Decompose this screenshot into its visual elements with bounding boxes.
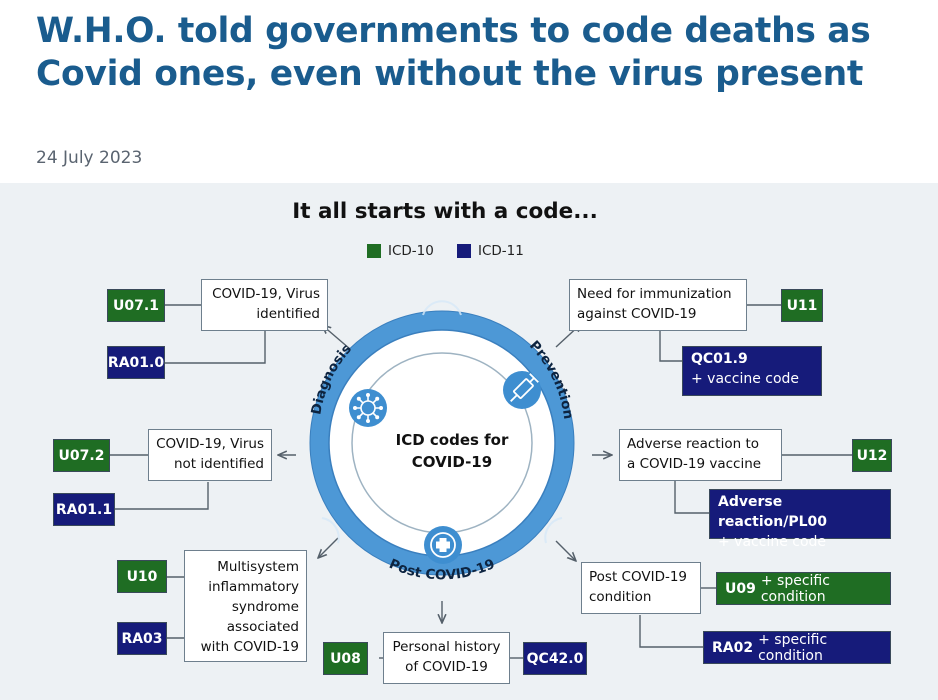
box-multisystem-syndrome: Multisystem inflammatory syndrome associ… <box>184 550 307 662</box>
box-virus-identified-line-1: COVID-19, Virus <box>212 286 320 302</box>
code-qc01-9-plus-vaccine: QC01.9 + vaccine code <box>682 346 822 396</box>
diagram-panel: It all starts with a code... ICD-10 ICD-… <box>0 183 938 700</box>
box-need-for-immunization: Need for immunization against COVID-19 <box>569 279 747 331</box>
box-mis-line-1: Multisystem <box>217 559 299 575</box>
code-ra01-0: RA01.0 <box>107 346 165 379</box>
box-adverse-reaction-line-2: a COVID-19 vaccine <box>627 456 762 472</box>
box-adverse-reaction: Adverse reaction to a COVID-19 vaccine <box>619 429 782 481</box>
box-post-covid-condition: Post COVID-19 condition <box>581 562 701 614</box>
article-date: 24 July 2023 <box>36 148 143 168</box>
box-adverse-reaction-line-1: Adverse reaction to <box>627 436 760 452</box>
code-pl00-note: + vaccine code <box>718 534 827 550</box>
code-u07-1: U07.1 <box>107 289 165 322</box>
box-mis-line-2: inflammatory <box>208 579 299 595</box>
medical-cross-icon <box>424 526 462 564</box>
code-ra02-note: + specific condition <box>758 631 828 664</box>
code-qc42-0: QC42.0 <box>523 642 587 675</box>
syringe-icon <box>503 371 541 409</box>
box-virus-identified-line-2: identified <box>256 306 320 322</box>
center-label-line-1: ICD codes for <box>395 431 509 449</box>
code-u08: U08 <box>323 642 368 675</box>
code-ra03: RA03 <box>117 622 167 655</box>
diagram-title: It all starts with a code... <box>292 199 598 224</box>
center-label: ICD codes for COVID-19 <box>372 429 532 473</box>
code-pl00-plus-vaccine: Adverse reaction/PL00 + vaccine code <box>709 489 891 550</box>
box-immunization-line-1: Need for immunization <box>577 286 732 302</box>
code-u10: U10 <box>117 560 167 593</box>
connector-lines <box>110 304 852 659</box>
code-ra02: RA02 <box>712 639 754 656</box>
box-virus-not-identified-line-2: not identified <box>173 456 264 472</box>
code-qc01-9: QC01.9 <box>691 351 748 367</box>
code-qc01-9-note: + vaccine code <box>691 371 800 387</box>
legend-icd11-swatch <box>457 244 471 258</box>
box-immunization-line-2: against COVID-19 <box>577 306 697 322</box>
code-u11: U11 <box>781 289 823 322</box>
code-u12: U12 <box>852 439 892 472</box>
legend-icd10-label: ICD-10 <box>388 243 434 259</box>
box-personal-history-line-1: Personal history <box>392 639 501 655</box>
legend-icd11: ICD-11 <box>457 243 524 259</box>
code-u09-plus-condition: U09 + specific condition <box>716 572 891 605</box>
virus-icon <box>349 389 387 427</box>
box-mis-line-5: with COVID-19 <box>200 639 299 655</box>
code-u09: U09 <box>725 580 756 597</box>
box-virus-not-identified-line-1: COVID-19, Virus <box>156 436 264 452</box>
box-post-covid-line-1: Post COVID-19 <box>589 569 688 585</box>
code-u07-2: U07.2 <box>53 439 110 472</box>
box-mis-line-4: associated <box>226 619 299 635</box>
box-personal-history-line-2: of COVID-19 <box>405 659 488 675</box>
ring-segment-dividers <box>321 300 563 544</box>
diagram-graphics: Diagnosis Prevention Post COVID-19 <box>110 300 852 659</box>
code-ra02-plus-condition: RA02 + specific condition <box>703 631 891 664</box>
legend-icd11-label: ICD-11 <box>478 243 524 259</box>
code-u09-note: + specific condition <box>760 572 830 605</box>
box-personal-history: Personal history of COVID-19 <box>383 632 510 684</box>
box-virus-identified: COVID-19, Virus identified <box>201 279 328 331</box>
code-pl00: Adverse reaction/PL00 <box>718 494 827 530</box>
code-ra01-1: RA01.1 <box>53 493 115 526</box>
box-mis-line-3: syndrome <box>231 599 299 615</box>
legend-icd10-swatch <box>367 244 381 258</box>
legend-icd10: ICD-10 <box>367 243 434 259</box>
center-label-line-2: COVID-19 <box>411 453 493 471</box>
box-post-covid-line-2: condition <box>589 589 652 605</box>
article-headline: W.H.O. told governments to code deaths a… <box>36 11 871 94</box>
box-virus-not-identified: COVID-19, Virus not identified <box>148 429 272 481</box>
